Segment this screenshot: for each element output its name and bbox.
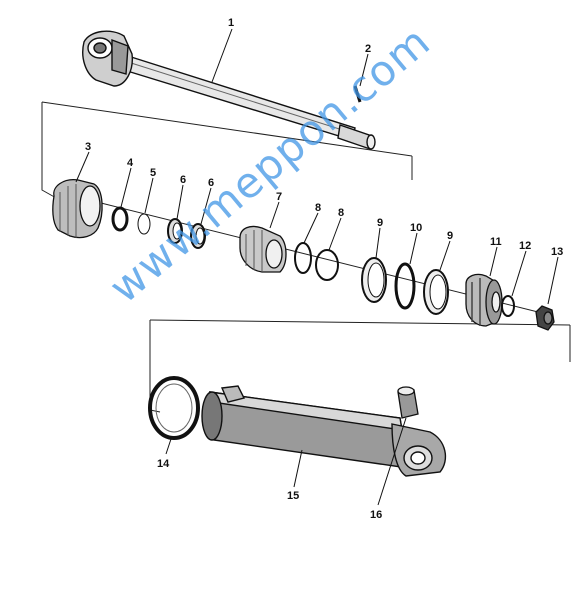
part-12-o-ring [501, 295, 515, 317]
callout-9b: 9 [447, 230, 453, 242]
part-9-backup-ring-a [361, 257, 387, 303]
callout-11: 11 [490, 236, 502, 248]
callout-8b: 8 [338, 207, 344, 219]
part-6-ring-a [167, 218, 183, 244]
part-16-bushing [397, 386, 419, 419]
part-5-ring [137, 213, 151, 235]
callout-6b: 6 [208, 177, 214, 189]
callout-3: 3 [85, 141, 91, 153]
callout-13: 13 [551, 246, 563, 258]
part-10-seal [394, 262, 416, 310]
callout-1: 1 [228, 17, 234, 29]
part-15-cylinder-barrel [201, 385, 447, 477]
leader-lines [75, 28, 559, 506]
callout-15: 15 [287, 490, 299, 502]
callout-12: 12 [519, 240, 531, 252]
callout-9a: 9 [377, 217, 383, 229]
callout-6a: 6 [180, 174, 186, 186]
callout-14: 14 [157, 458, 170, 470]
callout-10: 10 [410, 222, 422, 234]
part-9-backup-ring-b [423, 269, 449, 315]
part-8-o-ring-b [315, 249, 339, 281]
callout-8a: 8 [315, 202, 321, 214]
part-14-snap-ring [148, 376, 200, 440]
part-11-piston [465, 273, 503, 327]
callout-5: 5 [150, 167, 156, 179]
callout-16: 16 [370, 509, 382, 521]
part-13-nut [535, 305, 555, 331]
part-7-gland [239, 225, 287, 273]
callout-4: 4 [127, 157, 134, 169]
part-6-ring-b [190, 223, 206, 249]
callout-2: 2 [365, 43, 371, 55]
part-1-piston-rod [82, 30, 376, 150]
assembly-guide-lines [41, 101, 571, 413]
part-8-o-ring-a [294, 242, 312, 274]
callout-numbers: 1 2 3 4 5 6 6 7 8 8 9 10 9 11 12 13 14 1… [85, 17, 563, 521]
part-4-ring [111, 206, 129, 232]
callout-7: 7 [276, 191, 282, 203]
part-2-pin [353, 85, 362, 103]
part-3-gland-nut [52, 179, 103, 239]
